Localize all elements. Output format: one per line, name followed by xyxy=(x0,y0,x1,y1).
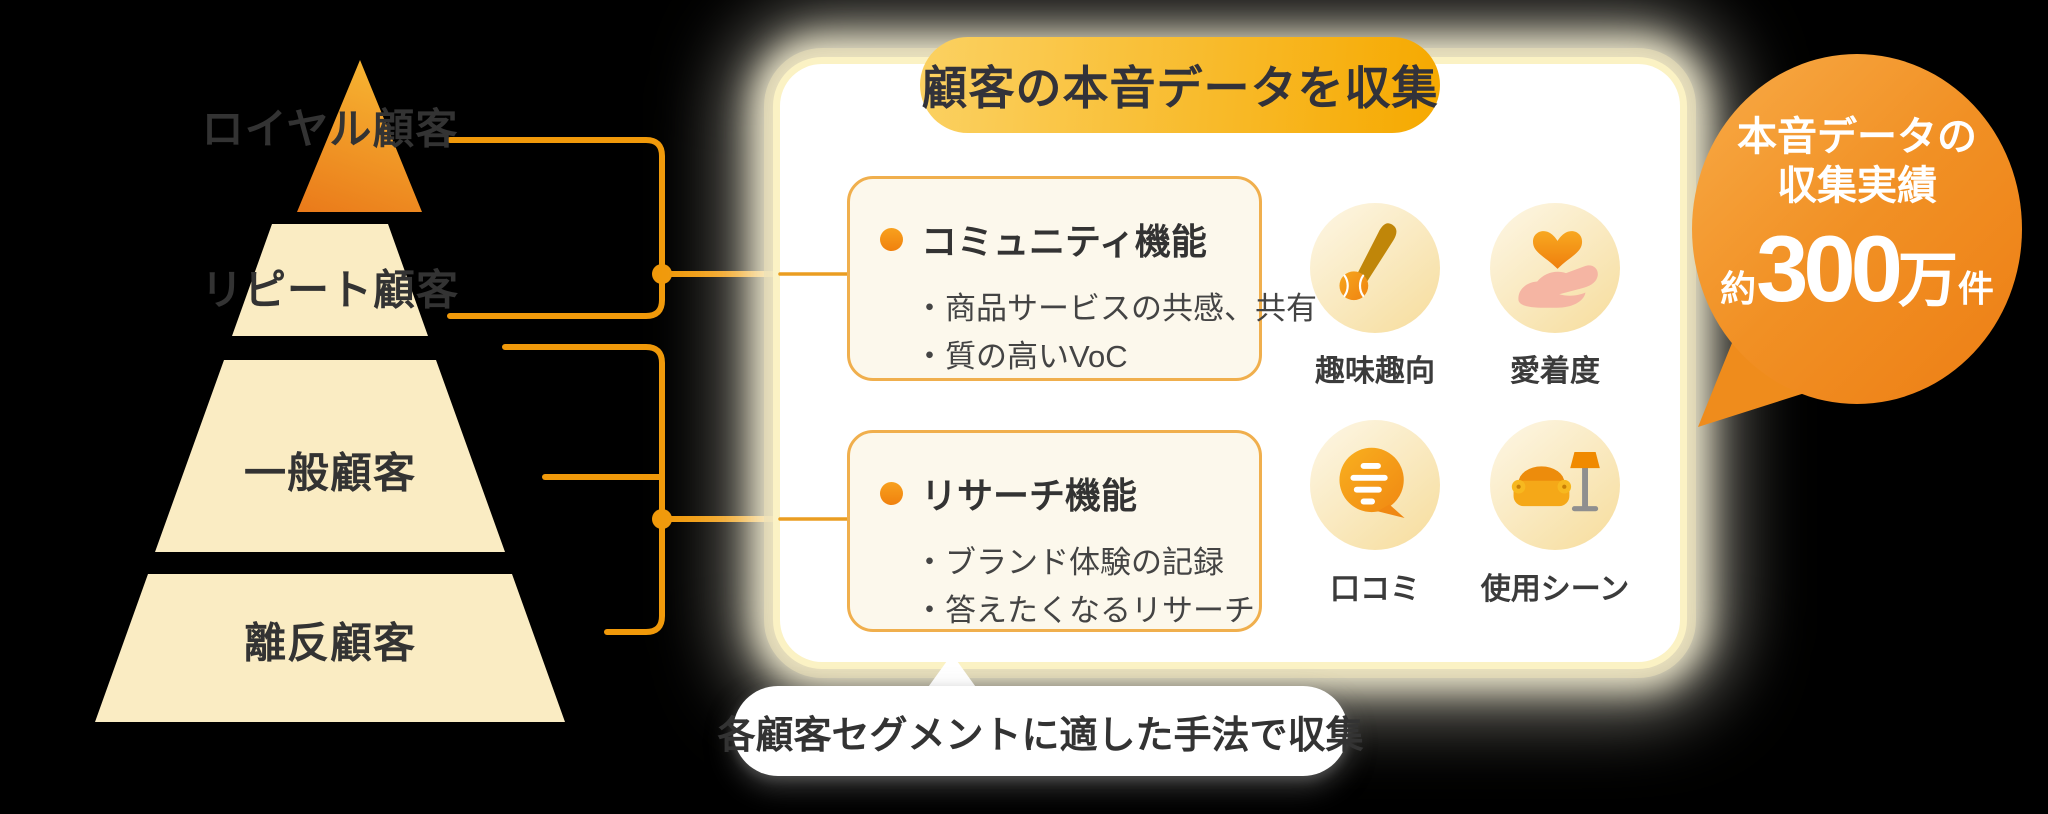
badge-count: 約 300 万 件 xyxy=(1720,215,1994,321)
community-feature-box: コミュニティ機能 ・商品サービスの共感、共有 ・質の高いVoC xyxy=(847,176,1317,381)
card-title: 顧客の本音データを収集 xyxy=(921,62,1439,114)
heart-in-hand-icon xyxy=(1490,203,1620,333)
card-title-pill: 顧客の本音データを収集 xyxy=(920,37,1440,133)
research-feature-title: リサーチ機能 xyxy=(921,475,1138,516)
icon-label-usage: 使用シーン xyxy=(1480,573,1630,606)
bracket-research xyxy=(502,344,665,635)
pyramid-label-repeat: リピート顧客 xyxy=(200,266,460,314)
badge-line-2: 収集実績 xyxy=(1777,164,1937,208)
junction-dot-community xyxy=(652,264,672,284)
bat-ball-glyph xyxy=(1339,223,1397,301)
callout-tail xyxy=(926,654,978,690)
pyramid-label-churned: 離反顧客 xyxy=(243,619,417,667)
community-feature-title: コミュニティ機能 xyxy=(921,221,1207,262)
community-feature-header: コミュニティ機能 xyxy=(880,213,1241,265)
badge-number: 300 xyxy=(1756,215,1903,321)
pyramid-tier-churned xyxy=(95,574,565,722)
bat-ball-icon xyxy=(1310,203,1440,333)
heart-in-hand-glyph xyxy=(1518,231,1598,308)
badge-approx: 約 xyxy=(1720,267,1757,309)
pyramid-label-loyal: ロイヤル顧客 xyxy=(201,105,459,153)
badge-unit-large: 万 xyxy=(1897,246,1958,314)
sofa-lamp-glyph xyxy=(1511,452,1600,512)
research-bullet-1: ・ブランド体験の記録 xyxy=(914,545,1224,580)
callout-pill: 各顧客セグメントに適した手法で収集 xyxy=(718,686,1364,776)
icon-label-attachment: 愛着度 xyxy=(1510,355,1600,388)
achievement-badge: 本音データの 収集実績 約 300 万 件 xyxy=(1692,54,2022,404)
callout-text: 各顧客セグメントに適した手法で収集 xyxy=(717,714,1364,757)
icon-label-hobby: 趣味趣向 xyxy=(1315,355,1435,388)
research-bullet-2: ・答えたくなるリサーチ xyxy=(914,593,1255,629)
icon-label-review: 口コミ xyxy=(1330,573,1420,606)
sofa-lamp-icon xyxy=(1490,420,1620,550)
community-bullet-2: ・質の高いVoC xyxy=(914,339,1128,375)
orange-dot-icon xyxy=(880,227,903,251)
pyramid-label-general: 一般顧客 xyxy=(243,449,417,497)
speech-bubble-icon xyxy=(1310,420,1440,550)
pyramid-tier-general xyxy=(155,360,505,552)
badge-line-1: 本音データの xyxy=(1737,115,1977,160)
research-feature-box: リサーチ機能 ・ブランド体験の記録 ・答えたくなるリサーチ xyxy=(847,430,1262,632)
junction-dot-research xyxy=(652,509,672,529)
orange-dot-icon xyxy=(880,481,903,505)
bracket-community xyxy=(447,137,665,319)
research-feature-header: リサーチ機能 xyxy=(880,467,1241,519)
speech-bubble-glyph xyxy=(1339,447,1405,518)
community-bullet-1: ・商品サービスの共感、共有 xyxy=(914,291,1317,326)
badge-unit-small: 件 xyxy=(1957,267,1994,309)
